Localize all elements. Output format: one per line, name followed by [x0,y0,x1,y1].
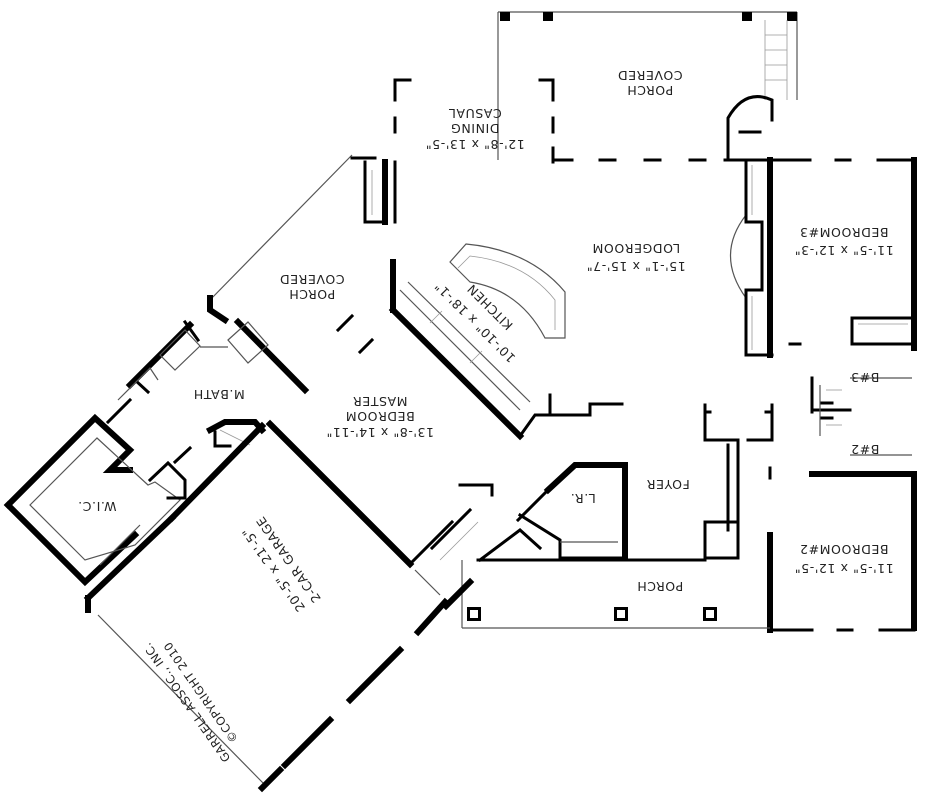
porch-front-label: PORCH [637,579,684,594]
bedroom2-walls [767,466,917,633]
bedroom2-size: 11'-5" x 12'-5" [794,561,893,576]
wic-label: W.I.C. [78,499,117,514]
copyright-line-2: GARRELL ASSOC., INC. [140,640,233,765]
laundry-label: L.R. [570,491,596,506]
lodgeroom-size: 15'-1" x 15'-7" [586,259,685,274]
bedroom3-label: BEDROOM#3 [799,225,888,240]
lodgeroom-label: LODGEROOM [592,241,680,256]
casual-dining-label-1: CASUAL [448,106,501,121]
wic-walls [3,397,193,587]
casual-dining-walls [393,78,792,164]
covered-porch-left-label-2: PORCH [289,287,336,302]
covered-porch-left-walls [207,154,397,303]
covered-porch-left-label-1: COVERED [279,272,344,287]
bedroom2-label: BEDROOM#2 [799,542,888,557]
baths-walls [810,376,912,456]
bedroom3-size: 11'-5" x 12'-3" [794,243,893,258]
covered-porch-top-label-1: COVERED [617,68,682,83]
master-bedroom-label-1: MASTER [352,394,407,409]
covered-porch-top-outline [497,11,798,162]
master-bath-walls [117,295,310,448]
garage-walls [83,419,475,793]
hall-foyer-walls [703,403,774,560]
casual-dining-size: 12'-8" x 13'-5" [425,137,524,152]
foyer-label: FOYER [646,477,690,492]
master-bedroom-label-2: BEDROOM [345,409,414,424]
master-bath-label: M.BATH [193,387,245,402]
bath2-label: B#2 [851,442,880,457]
casual-dining-label-2: DINING [451,121,500,136]
front-porch-outline [461,558,770,629]
bath3-label: B#3 [851,370,880,385]
lodgeroom-fireplace [729,157,774,358]
bedroom3-walls [770,157,917,351]
laundry-walls [477,462,628,563]
covered-porch-top-label-2: PORCH [627,83,674,98]
master-bedroom-size: 13'-8" x 14'-11" [326,425,434,440]
kitchen-walls [388,243,624,441]
